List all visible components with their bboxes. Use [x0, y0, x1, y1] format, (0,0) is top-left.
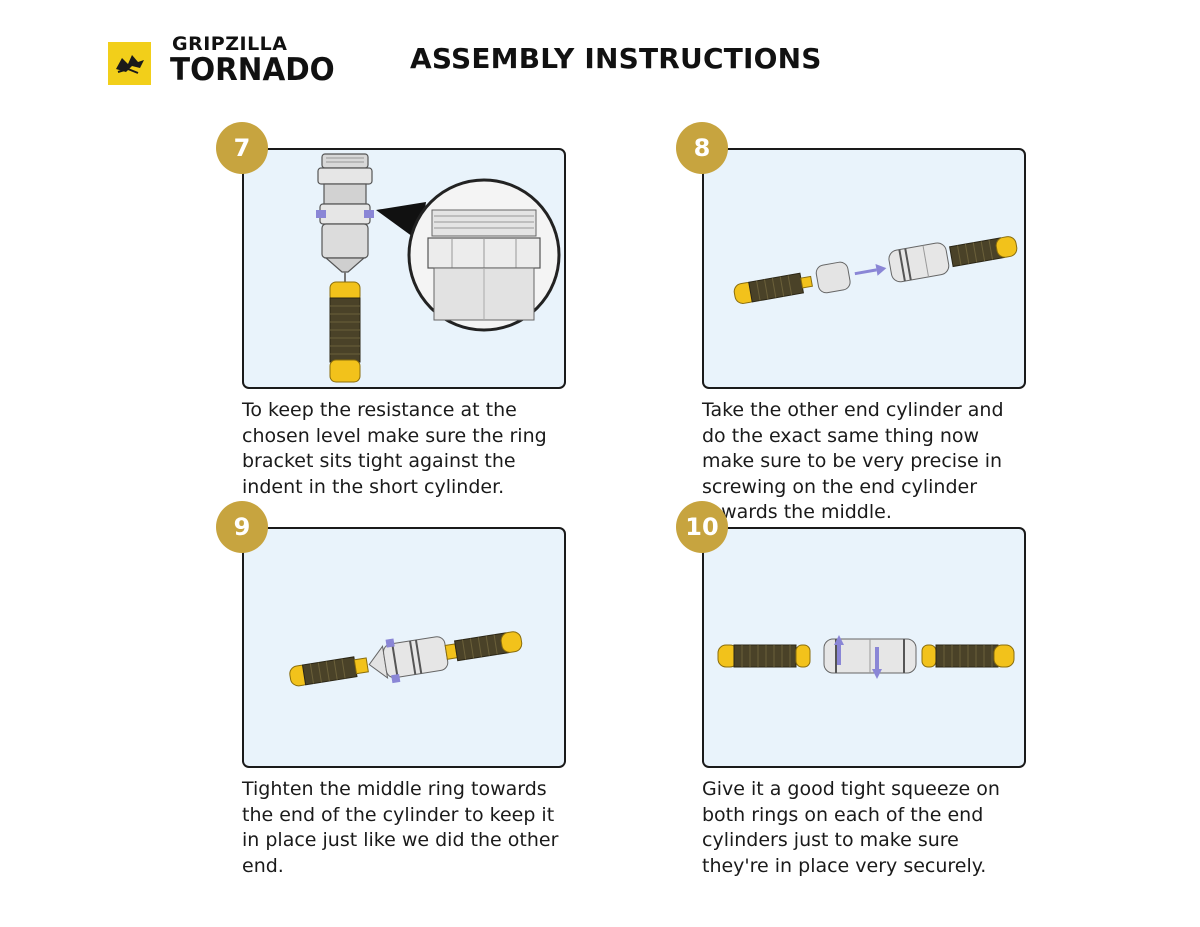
step-10-badge: 10 [676, 501, 728, 553]
step-10-description: Give it a good tight squeeze on both rin… [702, 778, 1000, 877]
step-7-description: To keep the resistance at the chosen lev… [242, 399, 547, 498]
step-9-description: Tighten the middle ring towards the end … [242, 778, 559, 877]
step-8-description: Take the other end cylinder and do the e… [702, 399, 1004, 523]
step-9-badge: 9 [216, 501, 268, 553]
brand-name-bottom: TORNADO [170, 52, 335, 88]
step-8-badge: 8 [676, 122, 728, 174]
brand-name-top: GRIPZILLA [172, 33, 288, 55]
step-7-badge: 7 [216, 122, 268, 174]
step-9-illustration [242, 527, 566, 768]
step-8-illustration [702, 148, 1026, 389]
page-title: ASSEMBLY INSTRUCTIONS [410, 42, 822, 75]
step-7-illustration [242, 148, 566, 389]
brand-logo-icon [108, 42, 151, 85]
step-10-illustration [702, 527, 1026, 768]
